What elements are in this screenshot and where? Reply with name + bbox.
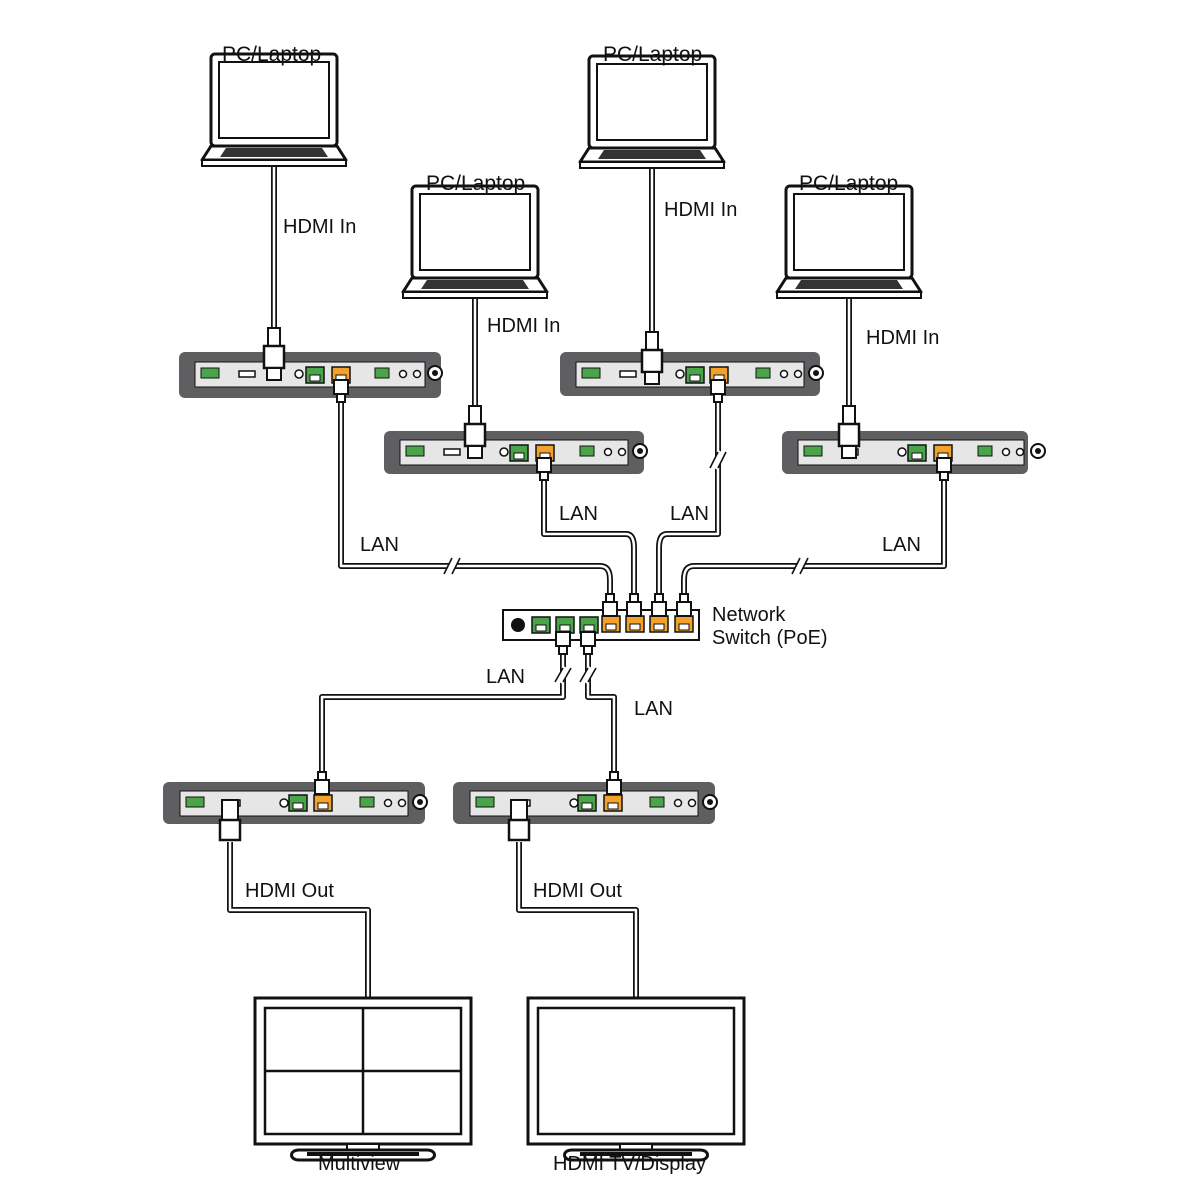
source-1-lan-label: LAN <box>360 534 399 556</box>
receiver-2 <box>453 782 718 824</box>
hdmi-plug-icon <box>463 404 487 460</box>
source-1-device-label: PC/Laptop <box>222 43 322 66</box>
transmitter-2 <box>384 431 648 474</box>
hdmi-plug-icon <box>262 326 286 382</box>
laptop-icon <box>200 52 348 168</box>
source-2-lan-label: LAN <box>559 503 598 525</box>
network-switch <box>502 609 700 641</box>
output-1-lan-label: LAN <box>486 666 525 688</box>
multiview-monitor <box>253 996 473 1162</box>
rj45-plug-icon <box>580 631 596 655</box>
laptop-icon <box>775 184 923 300</box>
rj45-plug-icon <box>626 593 642 617</box>
source-3-cable-label: HDMI In <box>664 199 738 221</box>
rj45-plug-icon <box>333 379 349 403</box>
output-1-device-label: Multiview <box>318 1153 401 1175</box>
receiver-1 <box>163 782 428 824</box>
hdmi-plug-icon <box>837 404 861 460</box>
rj45-plug-icon <box>651 593 667 617</box>
rj45-plug-icon <box>710 379 726 403</box>
rj45-plug-icon <box>606 771 622 795</box>
source-4-device-label: PC/Laptop <box>799 172 899 195</box>
source-3-device-label: PC/Laptop <box>603 43 703 66</box>
rj45-plug-icon <box>536 457 552 481</box>
output-2-cable-label: HDMI Out <box>533 880 622 902</box>
laptop-icon <box>578 54 726 170</box>
source-2-device-label: PC/Laptop <box>426 172 526 195</box>
rj45-plug-icon <box>602 593 618 617</box>
hdmi-plug-icon <box>640 330 664 386</box>
switch-label-line2: Switch (PoE) <box>712 627 828 649</box>
output-2-lan-label: LAN <box>634 698 673 720</box>
source-4-lan-label: LAN <box>882 534 921 556</box>
output-1-cable-label: HDMI Out <box>245 880 334 902</box>
transmitter-3 <box>560 352 824 396</box>
rj45-plug-icon <box>314 771 330 795</box>
tv-display-monitor <box>526 996 746 1162</box>
hdmi-plug-icon <box>507 799 531 842</box>
laptop-icon <box>401 184 549 300</box>
rj45-plug-icon <box>555 631 571 655</box>
source-1-cable-label: HDMI In <box>283 216 357 238</box>
source-4-cable-label: HDMI In <box>866 327 940 349</box>
hdmi-plug-icon <box>218 799 242 842</box>
transmitter-1 <box>179 352 443 398</box>
rj45-plug-icon <box>936 457 952 481</box>
output-2-device-label: HDMI TV/Display <box>553 1153 706 1175</box>
switch-label-line1: Network <box>712 604 786 626</box>
rj45-plug-icon <box>676 593 692 617</box>
transmitter-4 <box>782 431 1046 474</box>
source-3-lan-label: LAN <box>670 503 709 525</box>
source-2-cable-label: HDMI In <box>487 315 561 337</box>
